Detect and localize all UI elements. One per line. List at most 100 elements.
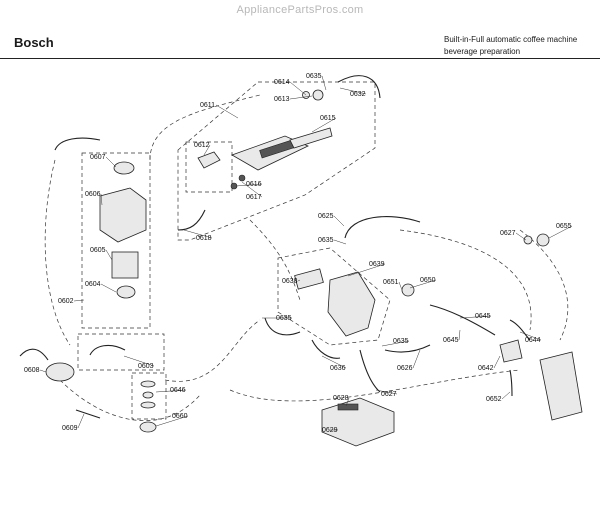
hose-0625 [344, 216, 421, 239]
flow-line-mid [164, 319, 261, 382]
part-label-p0615: 0615 [320, 115, 336, 122]
part-label-p0635d: 0635 [393, 338, 409, 345]
part-label-p0612: 0612 [194, 142, 210, 149]
part-label-p0655: 0655 [556, 223, 572, 230]
hose-0635-left [264, 317, 301, 336]
pump-0605 [111, 251, 139, 279]
leader-line-p0627a [515, 232, 527, 241]
part-label-p0603: 0603 [138, 363, 154, 370]
leader-line-p0644 [519, 331, 542, 341]
group-outline-0603 [77, 333, 165, 371]
leader-line-p0609 [77, 413, 85, 429]
fitting-0627 [523, 235, 533, 245]
part-label-p0617: 0617 [246, 194, 262, 201]
hose-0636 [311, 339, 341, 359]
part-label-p0608: 0608 [24, 367, 40, 374]
hose-0627 [359, 349, 381, 393]
part-label-p0642: 0642 [478, 365, 494, 372]
leader-line-p0612 [203, 144, 211, 156]
header-divider [0, 58, 600, 59]
part-label-p0605: 0605 [90, 247, 106, 254]
part-label-p0616: 0616 [246, 181, 262, 188]
valve-0655 [536, 233, 550, 247]
leader-line-p0602 [73, 299, 85, 302]
pump-0608-cable [19, 348, 49, 361]
leader-line-p0638 [297, 279, 301, 282]
mounting-panel [539, 351, 583, 421]
damper-0604 [116, 285, 136, 299]
group-outline-0602 [81, 152, 151, 329]
leader-line-p0603 [123, 355, 155, 367]
boiler-0606 [99, 187, 147, 243]
leader-line-p0645a [459, 315, 492, 319]
heater-bracket-0615 [289, 127, 333, 149]
leader-line-p0615 [311, 117, 337, 133]
leader-line-p0604 [100, 283, 117, 293]
group-outline-0646 [131, 372, 167, 420]
part-label-p0613: 0613 [274, 96, 290, 103]
valve-0650 [401, 283, 415, 297]
leader-line-p0627b [375, 389, 398, 395]
leader-line-p0655 [548, 225, 573, 239]
hose-0626 [384, 344, 431, 353]
leader-line-p0635b [333, 239, 347, 245]
valve-0642 [499, 339, 523, 363]
group-outline-0612 [185, 141, 233, 193]
leader-line-p0605 [105, 249, 113, 261]
leader-line-p0660 [155, 415, 189, 427]
leader-line-p0607 [105, 156, 117, 168]
part-label-p0602: 0602 [58, 298, 74, 305]
pump-0608 [45, 362, 75, 382]
flow-line-right [399, 229, 532, 331]
part-label-p0628: 0628 [333, 395, 349, 402]
part-label-p0650: 0650 [420, 277, 436, 284]
part-label-p0660: 0660 [172, 413, 188, 420]
leader-line-p0651 [398, 281, 403, 291]
leader-line-p0614 [289, 81, 307, 96]
leader-line-p0606 [100, 193, 103, 206]
valve-0613 [312, 89, 324, 101]
flow-line-center [229, 369, 521, 402]
hose-0632 [337, 75, 381, 99]
leader-line-p0608 [39, 369, 47, 373]
leader-line-p0636 [321, 355, 347, 369]
part-label-p0606: 0606 [85, 191, 101, 198]
watermark-text: AppliancePartsPros.com [236, 4, 364, 16]
valve-0660 [139, 421, 157, 433]
part-label-p0645a: 0645 [475, 313, 491, 320]
leader-line-p0618 [183, 229, 213, 239]
flow-line-left [44, 159, 71, 346]
part-label-p0629: 0629 [322, 427, 338, 434]
diagram-title-line-2: beverage preparation [444, 47, 521, 56]
part-label-p0611: 0611 [200, 102, 215, 109]
part-label-p0618: 0618 [196, 235, 212, 242]
leader-line-p0613 [289, 95, 313, 100]
fitting-0617 [238, 174, 246, 182]
leader-line-p0650 [409, 279, 437, 289]
float-0628 [337, 403, 359, 411]
part-label-p0635c: 0635 [276, 315, 292, 322]
hose-0609 [75, 409, 101, 419]
leader-line-p0628 [345, 397, 350, 407]
hose-0618 [177, 209, 206, 231]
hose-0652 [509, 369, 513, 397]
brand-name: Bosch [14, 35, 54, 50]
leader-line-p0642 [493, 355, 501, 369]
hose-0644 [509, 319, 531, 341]
diagram-title-line-1: Built-in-Full automatic coffee machine [444, 35, 578, 44]
leader-line-p0652 [501, 391, 511, 400]
part-label-p0646: 0646 [170, 387, 186, 394]
hose-0603 [89, 344, 126, 356]
part-label-p0635b: 0635 [318, 237, 334, 244]
part-label-p0625: 0625 [318, 213, 334, 220]
leader-line-p0626 [412, 349, 421, 369]
part-label-p0609: 0609 [62, 425, 78, 432]
flow-line-heater [249, 219, 301, 301]
part-label-p0635a: 0635 [306, 73, 322, 80]
hose-0645 [429, 304, 496, 336]
leader-line-p0645b [458, 329, 461, 341]
part-label-p0614: 0614 [274, 79, 290, 86]
housing-0638 [294, 268, 324, 290]
part-label-p0651: 0651 [383, 279, 399, 286]
